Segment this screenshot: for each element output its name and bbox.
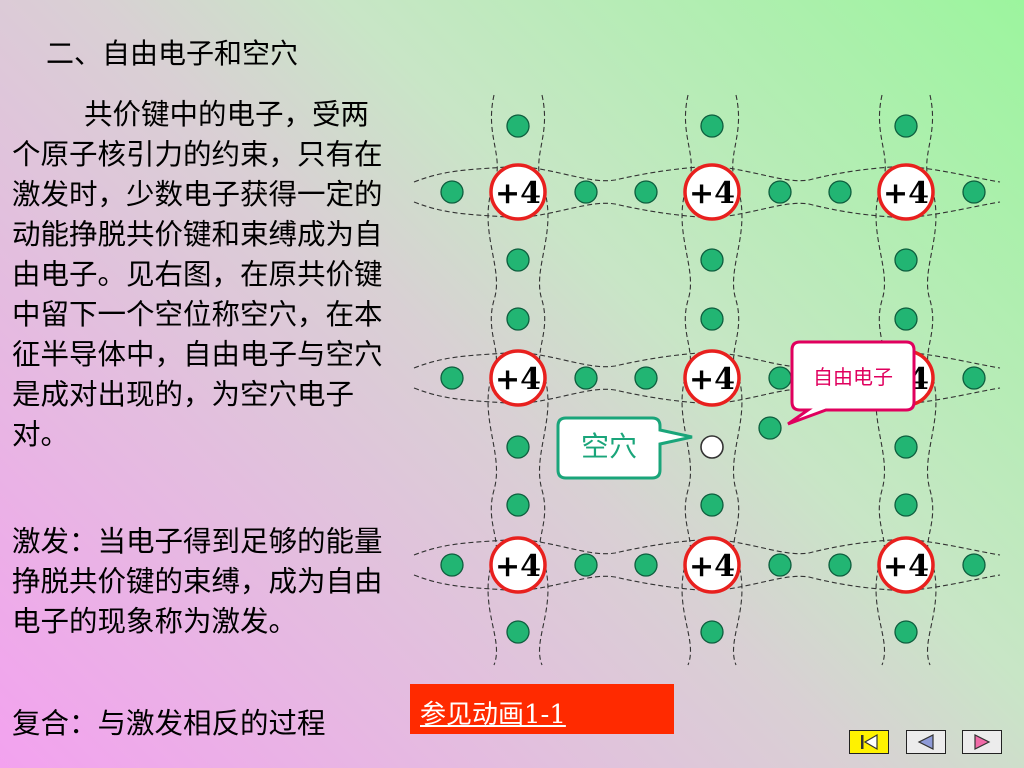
atom-core: +4 [683,536,741,594]
valence-electron [828,553,852,577]
animation-link-text[interactable]: 参见动画1-1 [420,700,566,730]
valence-electron [700,620,724,644]
valence-electron [574,553,598,577]
first-slide-icon [861,733,878,751]
valence-electron [700,114,724,138]
atom-ring [683,163,741,221]
free-electron-callout: 自由电子 [787,340,916,426]
valence-electron [634,180,658,204]
valence-electron [894,114,918,138]
atom-ring [489,536,547,594]
atom-ring [877,163,935,221]
atom-charge-label: +4 [883,549,929,584]
previous-slide-icon [917,734,934,750]
valence-electron [440,553,464,577]
atom-charge-label: +4 [689,549,735,584]
atom-core: +4 [489,163,547,221]
atom-core: +4 [877,536,935,594]
valence-electron [506,307,530,331]
hole-marker [700,435,724,459]
next-slide-icon [974,734,991,750]
valence-electron [894,248,918,272]
valence-electron [574,180,598,204]
atom-ring [683,536,741,594]
valence-electron [962,180,986,204]
valence-electron [506,493,530,517]
valence-electron [506,620,530,644]
atom-core: +4 [683,349,741,407]
atom-ring [877,536,935,594]
valence-electron [700,307,724,331]
valence-electron [768,366,792,390]
next-slide-button[interactable] [962,730,1002,754]
animation-link[interactable]: 参见动画1-1 [410,684,674,734]
first-slide-button[interactable] [849,730,889,754]
atom-charge-label: +4 [689,176,735,211]
atom-core: +4 [683,163,741,221]
valence-electron [700,248,724,272]
valence-electron [894,435,918,459]
paragraph-recombination: 复合：与激发相反的过程 [12,707,326,740]
valence-electron [634,553,658,577]
valence-electron [894,307,918,331]
valence-electron [828,180,852,204]
valence-electron [768,180,792,204]
valence-electron [700,493,724,517]
valence-electron [962,366,986,390]
section-heading: 二、自由电子和空穴 [46,37,299,70]
atom-charge-label: +4 [495,362,541,397]
atom-charge-label: +4 [883,176,929,211]
free-electron-callout-box [787,340,916,426]
valence-electron [634,366,658,390]
paragraph-covalent-bond: 共价键中的电子，受两个原子核引力的约束，只有在激发时，少数电子获得一定的动能挣脱… [12,95,397,495]
paragraph-excitation: 激发：当电子得到足够的能量挣脱共价键的束缚，成为自由电子的现象称为激发。 [12,525,383,638]
hole-callout: 空穴 [556,416,693,480]
valence-electron [506,114,530,138]
hole-callout-text: 空穴 [581,430,637,463]
paragraph-covalent-bond-text: 共价键中的电子，受两个原子核引力的约束，只有在激发时，少数电子获得一定的动能挣脱… [12,98,383,451]
atom-core: +4 [877,163,935,221]
previous-slide-button[interactable] [906,730,946,754]
valence-electron [768,553,792,577]
valence-electron [574,366,598,390]
atom-charge-label: +4 [495,549,541,584]
atom-core: +4 [489,349,547,407]
atom-core: +4 [489,536,547,594]
valence-electron [440,180,464,204]
free-electron-callout-text: 自由电子 [813,365,893,389]
valence-electron [894,620,918,644]
valence-electron [506,248,530,272]
valence-electron [962,553,986,577]
valence-electron [894,493,918,517]
hole-circle [700,435,724,459]
free-electron-marker [758,416,782,440]
atom-charge-label: +4 [689,362,735,397]
atom-ring [489,349,547,407]
valence-electrons [440,114,986,644]
free-electron [758,416,782,440]
hole-callout-box [556,416,693,480]
atom-charge-label: +4 [495,176,541,211]
valence-electron [506,435,530,459]
atom-ring [489,163,547,221]
valence-electron [440,366,464,390]
atom-ring [683,349,741,407]
